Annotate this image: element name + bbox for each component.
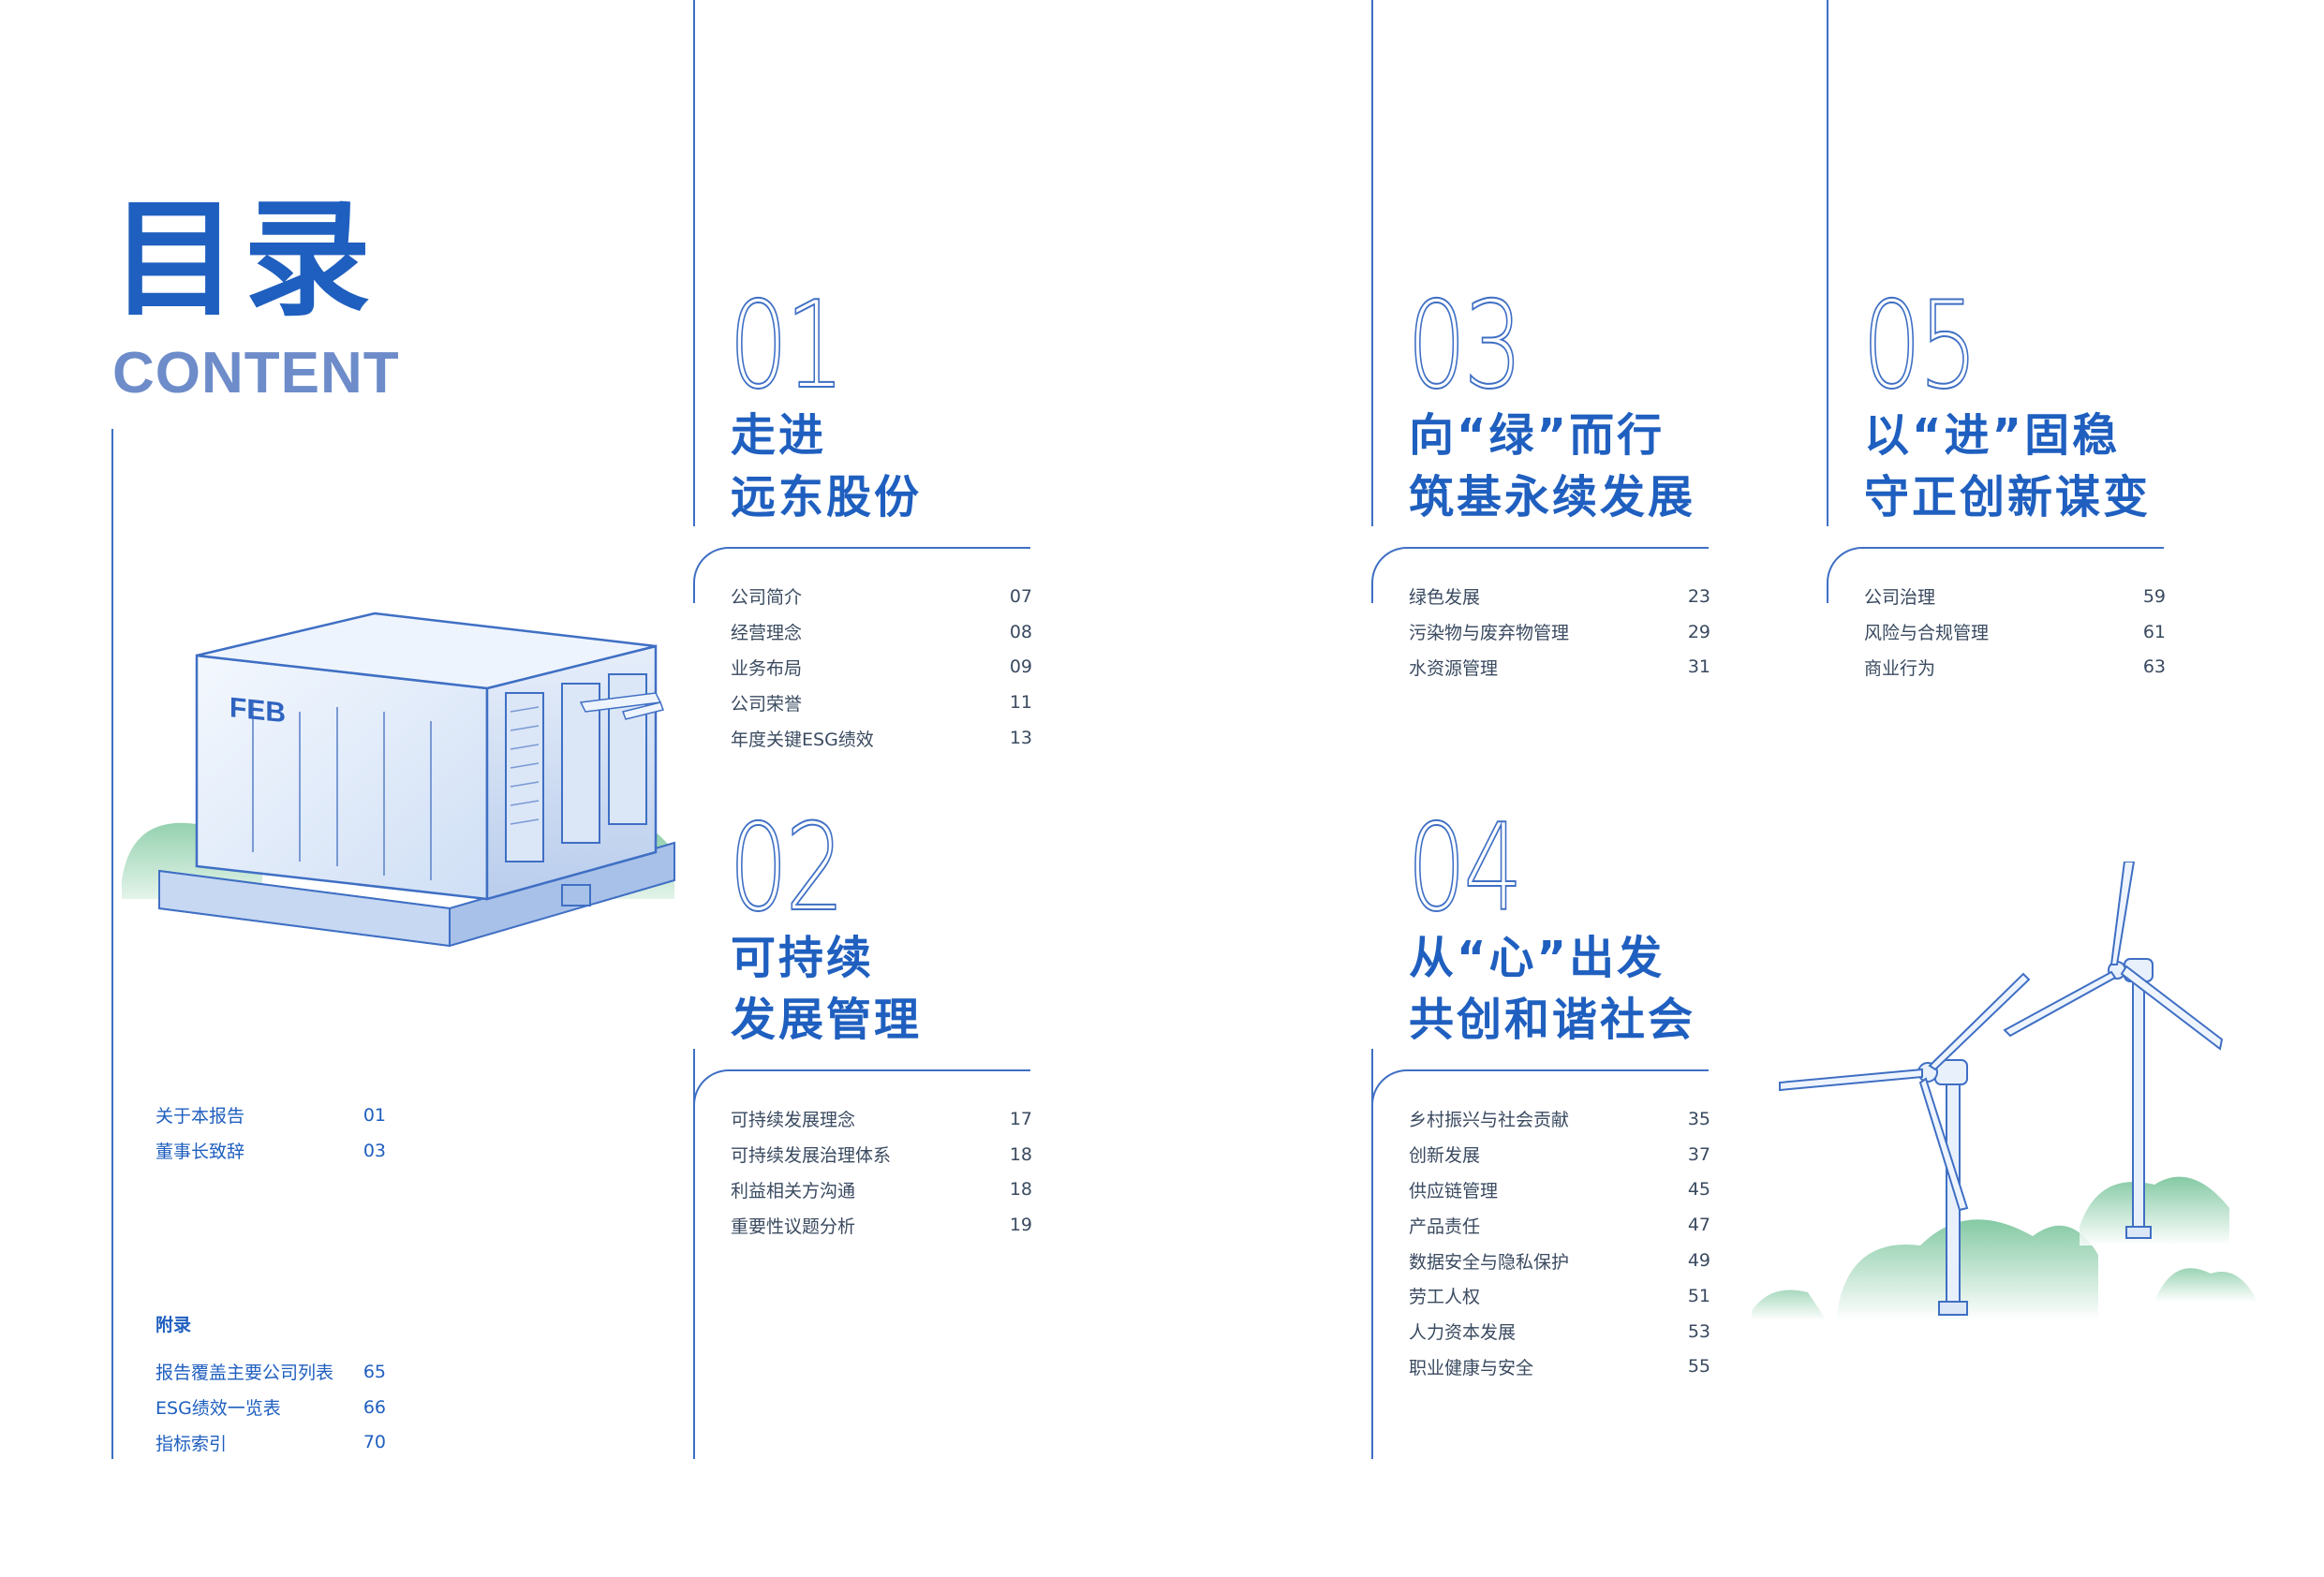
energy-storage-container-illustration: FEB [122,612,675,948]
section-title-05-line2: 守正创新谋变 [1864,471,2152,523]
section-bracket-01 [693,547,1030,603]
section-title-02-line1: 可持续 [731,932,875,984]
section-title-01-line2: 远东股份 [731,471,923,523]
section-title-04-line1: 从“心”出发 [1409,932,1665,984]
section-title-02: 可持续 发展管理 [731,927,922,1051]
section-bracket-03 [1371,547,1709,603]
divider-col3-top [1827,0,1828,526]
section-title-05-line1: 以“进”固稳 [1864,409,2121,462]
wind-turbine-illustration [1752,862,2257,1320]
section-title-04: 从“心”出发 共创和谐社会 [1409,927,1695,1051]
section-title-05: 以“进”固稳 守正创新谋变 [1864,405,2151,528]
section-title-03-line1: 向“绿”而行 [1409,409,1665,462]
appendix-heading: 附录 [155,1315,192,1335]
section-number-04: 04 [1406,799,1523,938]
section-title-03-line2: 筑基永续发展 [1409,471,1696,523]
section-title-01-line1: 走进 [731,409,827,462]
section-bracket-05 [1827,547,2164,603]
section-title-01: 走进 远东股份 [731,405,922,528]
divider-col2-top [1371,0,1373,526]
page-subtitle: CONTENT [112,341,400,405]
section-title-02-line2: 发展管理 [731,994,923,1046]
section-title-03: 向“绿”而行 筑基永续发展 [1409,405,1695,528]
divider-left [111,429,113,1459]
section-number-01: 01 [728,276,845,416]
divider-col2-bottom [1371,1049,1373,1459]
section-bracket-02 [693,1069,1030,1126]
container-logo: FEB [229,692,286,729]
section-number-05: 05 [1861,276,1978,416]
divider-col1-bottom [693,1049,695,1459]
section-number-02: 02 [728,799,845,938]
section-number-03: 03 [1406,276,1523,416]
section-bracket-04 [1371,1069,1709,1126]
section-title-04-line2: 共创和谐社会 [1409,994,1696,1046]
page-title: 目录 [111,186,377,334]
divider-col1-top [693,0,695,526]
